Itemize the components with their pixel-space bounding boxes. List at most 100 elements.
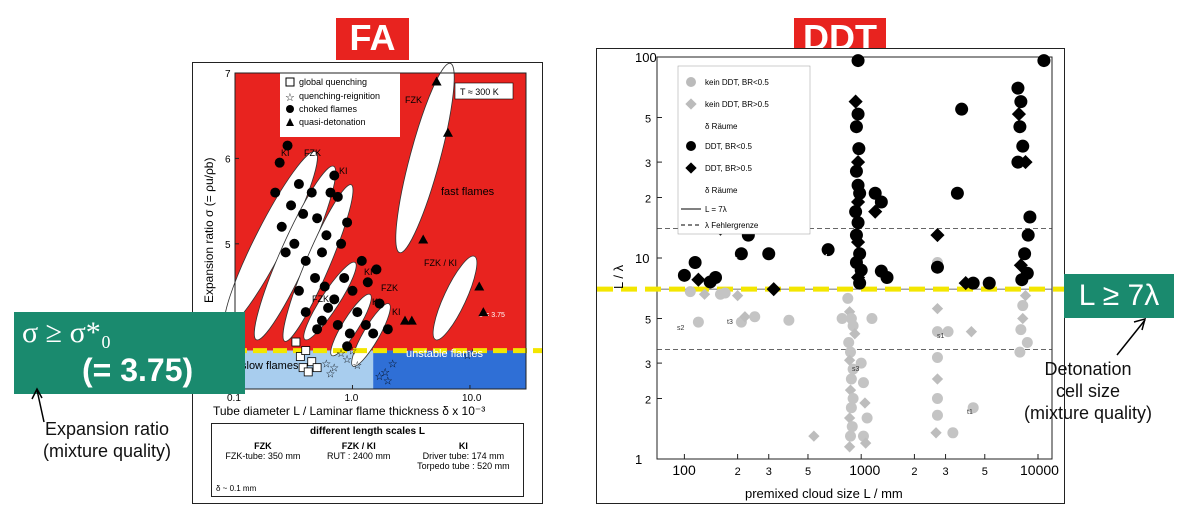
no-ddt-circle-point xyxy=(749,311,761,323)
no-ddt-circle-point xyxy=(855,357,867,369)
threshold-label: σ = 3.75 xyxy=(479,312,505,319)
ddt-circle-point xyxy=(880,270,894,284)
ddt-circle-point xyxy=(851,216,865,230)
no-ddt-diamond-point xyxy=(859,397,871,409)
point-label-s2: s2 xyxy=(677,325,685,332)
no-ddt-circle-point xyxy=(861,412,873,424)
ddt-circle-point xyxy=(734,247,748,261)
legend-no-ddt-lt: kein DDT, BR<0.5 xyxy=(705,78,769,87)
ddt-circle-point xyxy=(821,243,835,257)
legend-ddt-lt: DDT, BR<0.5 xyxy=(705,142,752,151)
ddt-circle-point xyxy=(853,186,867,200)
scale-name-fzk: FZK xyxy=(254,441,272,451)
no-ddt-circle-point xyxy=(719,287,731,299)
point-label-s3: s3 xyxy=(852,366,860,373)
ddt-x-tick-label: 5 xyxy=(805,466,811,478)
quasi-detonation-points xyxy=(400,76,489,325)
choked-flame-point xyxy=(316,315,327,326)
fa-x-axis-label: Tube diameter L / Laminar flame thicknes… xyxy=(213,404,485,418)
band-group xyxy=(224,63,478,367)
legend-star-icon: ☆ xyxy=(285,92,295,104)
length-scales-box: different length scales L FZK FZK-tube: … xyxy=(211,423,524,497)
choked-flame-point xyxy=(371,264,382,275)
band-fzk-ki xyxy=(432,255,478,341)
band-label-4: FZK xyxy=(405,95,422,105)
ddt-circle-point xyxy=(849,120,863,134)
quenching-reignition-point: ☆ xyxy=(375,371,385,383)
ddt-circle-point xyxy=(1018,247,1032,261)
choked-flame-point xyxy=(274,157,285,168)
global-quenching-point xyxy=(295,352,305,361)
ddt-legend-box xyxy=(677,65,811,235)
quenching-reignition-point: ☆ xyxy=(329,363,339,375)
point-label-t1: t1 xyxy=(967,409,973,416)
quasi-detonation-point xyxy=(431,76,442,86)
point-label-i4: I4 xyxy=(1044,75,1050,82)
point-label-s1: s1 xyxy=(937,333,945,340)
ddt-x-tick-label: 1000 xyxy=(849,462,880,478)
quenching-reignition-point: ☆ xyxy=(342,354,352,366)
ddt-diamond-point xyxy=(766,282,781,297)
no-ddt-circle-point xyxy=(947,427,959,439)
ddt-x-tick-label: 10000 xyxy=(1020,462,1059,478)
detonation-caption-line1: Detonation xyxy=(1044,359,1132,379)
quenching-reignition-point: ☆ xyxy=(462,350,472,362)
l-threshold-note: L ≥ 7λ xyxy=(1064,274,1174,318)
no-ddt-circle-point xyxy=(845,402,857,414)
no-ddt-diamond-point xyxy=(965,326,978,338)
no-ddt-diamond-point xyxy=(931,373,944,385)
point-label-m7: m7 xyxy=(679,260,689,267)
legend-error-limit: λ Fehlergrenze xyxy=(705,221,759,230)
ddt-chart: d1 d1 m1 m3 m4 m7 s1 s2 s3 t1 t3 I4 kein… xyxy=(597,50,1064,501)
quasi-detonation-point xyxy=(474,281,485,291)
choked-flame-point xyxy=(360,319,371,330)
no-ddt-diamond-point xyxy=(731,289,744,302)
quenching-reignition-point: ☆ xyxy=(380,367,390,379)
temperature-label: T ≈ 300 K xyxy=(460,87,499,97)
ddt-circle-point xyxy=(1015,273,1029,287)
scale-line-driver: Driver tube: 174 mm xyxy=(422,451,505,461)
scale-name-ki: KI xyxy=(458,441,468,451)
fa-chart: σ = 3.75 ☆☆☆☆☆☆☆☆☆☆☆☆☆ KI FZK KI FZK KI … xyxy=(193,63,542,418)
global-quenching-point xyxy=(303,367,313,377)
no-ddt-diamond-point xyxy=(849,328,861,340)
legend-global-quenching: global quenching xyxy=(299,77,367,87)
quasi-detonation-point xyxy=(406,315,417,325)
choked-flame-point xyxy=(332,319,343,330)
choked-flame-point xyxy=(306,187,317,198)
ddt-y-tick-label: 10 xyxy=(635,251,649,266)
no-ddt-circle-point xyxy=(942,326,954,338)
ddt-circle-point xyxy=(852,142,866,156)
ddt-circle-point xyxy=(1023,210,1037,224)
quenching-reignition-point: ☆ xyxy=(352,360,362,372)
detonation-cell-caption: Detonation cell size (mixture quality) xyxy=(1003,358,1173,424)
no-ddt-circle-point xyxy=(845,346,857,358)
legend-quasi-detonation: quasi-detonation xyxy=(299,117,366,127)
no-ddt-circle-point xyxy=(1014,346,1026,358)
detonation-caption-line2: cell size xyxy=(1055,381,1121,401)
legend-choked-flames: choked flames xyxy=(299,104,358,114)
ddt-circle-point xyxy=(982,276,996,290)
global-quenching-points xyxy=(291,337,322,377)
fa-y-tick-label: 6 xyxy=(225,154,231,165)
band-label-6: KI xyxy=(392,307,401,317)
fa-legend-box xyxy=(280,73,400,137)
quasi-detonation-point xyxy=(442,127,453,137)
scale-line-fzk: FZK-tube: 350 mm xyxy=(225,451,301,461)
ddt-y-tick-label: 2 xyxy=(645,394,651,406)
band-label-8: KI xyxy=(372,297,381,307)
choked-flame-point xyxy=(282,140,293,151)
legend-black-circle-icon xyxy=(686,141,696,151)
no-ddt-diamond-point xyxy=(808,430,820,442)
ddt-circle-point xyxy=(1016,139,1030,153)
ddt-diamond-point xyxy=(930,228,945,243)
ddt-chart-panel: d1 d1 m1 m3 m4 m7 s1 s2 s3 t1 t3 I4 kein… xyxy=(596,48,1065,504)
no-ddt-circle-point xyxy=(1015,324,1027,336)
choked-flame-point xyxy=(300,255,311,266)
choked-flame-point xyxy=(319,281,330,292)
legend-quenching-reignition: quenching-reignition xyxy=(299,91,380,101)
choked-flame-point xyxy=(286,200,297,211)
sigma-note-line1: σ ≥ σ*₀ xyxy=(22,316,112,349)
choked-flame-point xyxy=(312,324,323,335)
ddt-circle-point xyxy=(851,54,865,68)
